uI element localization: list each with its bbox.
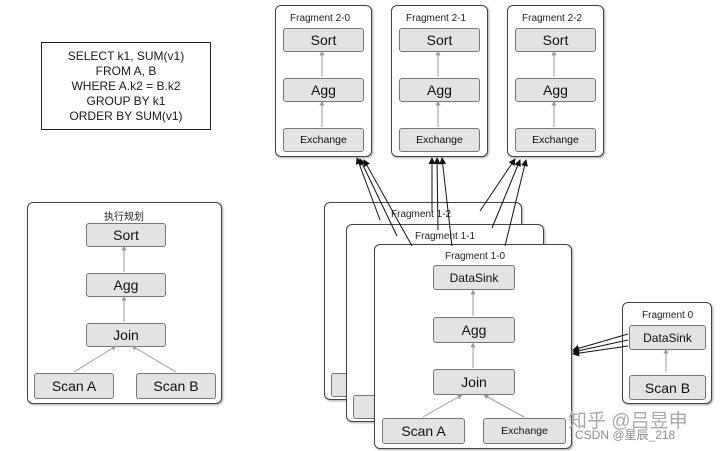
zhihu-watermark: 知乎 @吕昱申 bbox=[568, 411, 688, 432]
fragment-1-0-exchange-node: Exchange bbox=[483, 418, 566, 444]
fragment-2-0-title: Fragment 2-0 bbox=[290, 13, 351, 24]
fragment-1-0-join-node: Join bbox=[433, 369, 515, 395]
fragment-2-2-exchange-node: Exchange bbox=[515, 128, 596, 152]
fragment-2-0-agg-node: Agg bbox=[283, 78, 364, 102]
csdn-watermark: CSDN @星辰_218 bbox=[575, 428, 676, 442]
fragment-1-0-scan-a-node: Scan A bbox=[382, 418, 465, 444]
sql-query-box: SELECT k1, SUM(v1) FROM A, B WHERE A.k2 … bbox=[41, 42, 211, 130]
fragment-2-0-exchange-node: Exchange bbox=[283, 128, 364, 152]
send-arrow bbox=[572, 333, 629, 352]
execution-plan-panel: 执行规划 Sort Agg Join Scan A Scan B bbox=[27, 202, 222, 404]
sql-line: GROUP BY k1 bbox=[86, 93, 166, 108]
plan-agg-node: Agg bbox=[86, 273, 166, 297]
sql-line: SELECT k1, SUM(v1) bbox=[67, 48, 185, 63]
plan-join-node: Join bbox=[86, 323, 166, 347]
fragment-1-0-panel: Fragment 1-0 DataSink Agg Join Scan A Ex… bbox=[374, 244, 572, 449]
fragment-1-1-title: Fragment 1-1 bbox=[415, 231, 476, 242]
fragment-2-2-title: Fragment 2-2 bbox=[522, 13, 583, 24]
fragment-2-2-sort-node: Sort bbox=[515, 28, 596, 52]
send-arrow bbox=[572, 345, 629, 357]
fragment-2-0-sort-node: Sort bbox=[283, 28, 364, 52]
fragment-2-1-sort-node: Sort bbox=[399, 28, 480, 52]
fragment-0-datasink-node: DataSink bbox=[629, 325, 706, 350]
sql-line: FROM A, B bbox=[95, 63, 157, 78]
fragment-1-0-datasink-node: DataSink bbox=[433, 265, 515, 290]
fragment-1-0-agg-node: Agg bbox=[433, 317, 515, 343]
plan-sort-node: Sort bbox=[86, 223, 166, 247]
fragment-1-0-title: Fragment 1-0 bbox=[445, 251, 506, 262]
execution-plan-title: 执行规划 bbox=[104, 212, 144, 223]
fragment-2-2-panel: Fragment 2-2 Sort Agg Exchange bbox=[507, 5, 604, 157]
sql-line: ORDER BY SUM(v1) bbox=[69, 108, 183, 123]
plan-scan-a-node: Scan A bbox=[34, 373, 114, 399]
fragment-2-1-title: Fragment 2-1 bbox=[406, 13, 467, 24]
fragment-0-scan-b-node: Scan B bbox=[629, 375, 706, 400]
sql-line: WHERE A.k2 = B.k2 bbox=[71, 78, 181, 93]
fragment-0-send-arrows bbox=[572, 333, 629, 357]
fragment-2-1-panel: Fragment 2-1 Sort Agg Exchange bbox=[391, 5, 488, 157]
fragment-1-2-title: Fragment 1-2 bbox=[391, 209, 452, 220]
fragment-2-0-panel: Fragment 2-0 Sort Agg Exchange bbox=[275, 5, 372, 157]
fragment-0-panel: Fragment 0 DataSink Scan B bbox=[622, 302, 712, 404]
plan-scan-b-node: Scan B bbox=[136, 373, 216, 399]
send-arrow bbox=[572, 339, 629, 355]
fragment-2-1-exchange-node: Exchange bbox=[399, 128, 480, 152]
fragment-0-title: Fragment 0 bbox=[642, 310, 694, 321]
fragment-2-1-agg-node: Agg bbox=[399, 78, 480, 102]
fragment-2-2-agg-node: Agg bbox=[515, 78, 596, 102]
